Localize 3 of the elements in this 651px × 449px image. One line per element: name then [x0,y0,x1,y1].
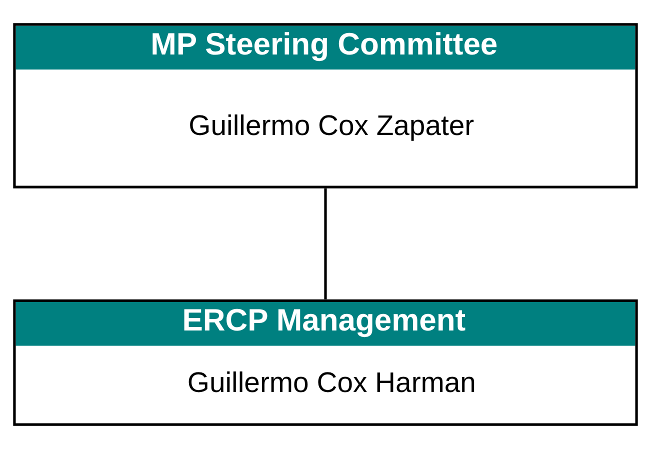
connector [324,188,327,300]
node-box: ERCP Management Guillermo Cox Harman [13,299,638,426]
node-box: MP Steering Committee Guillermo Cox Zapater [13,23,638,188]
